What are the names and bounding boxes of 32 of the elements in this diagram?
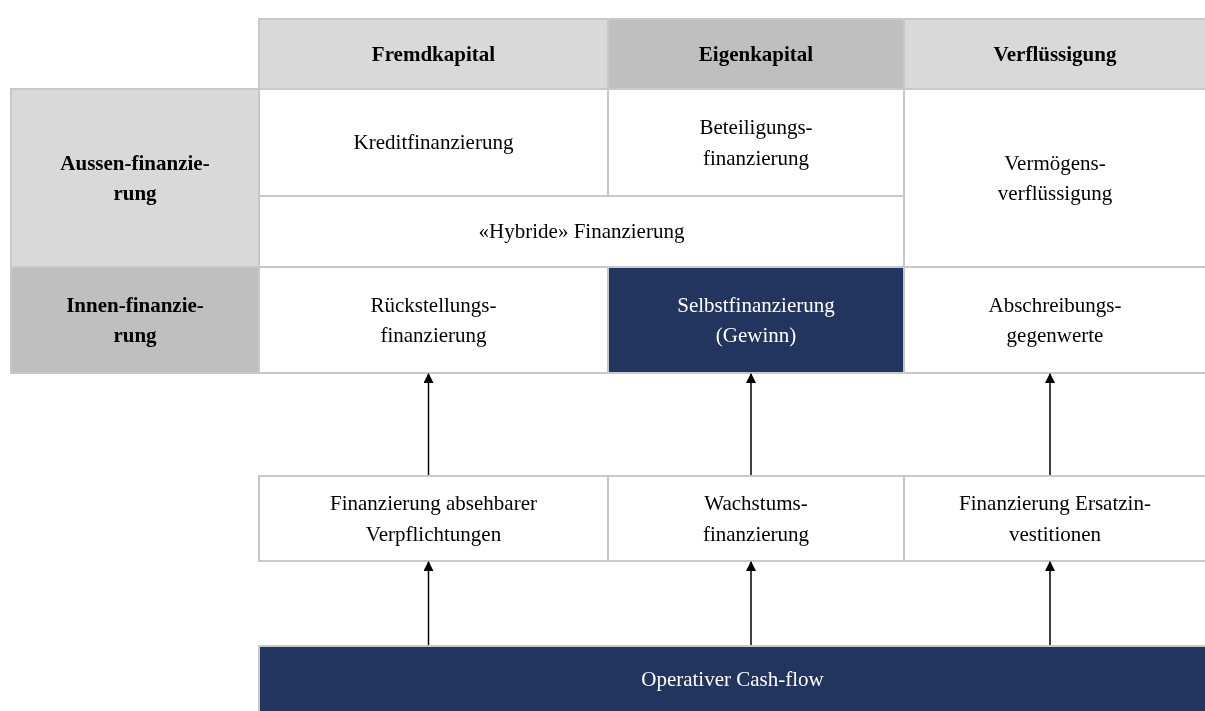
cell-text: Wachstums- finanzierung	[701, 490, 811, 548]
arrow	[423, 373, 434, 476]
arrow	[746, 561, 756, 646]
arrow	[746, 373, 756, 476]
cell-text: Finanzierung Ersatzin- vestitionen	[958, 490, 1152, 548]
arrow	[423, 561, 434, 646]
cell-text: «Hybride» Finanzierung	[478, 218, 685, 246]
cell-text: Abschreibungs- gegenwerte	[987, 291, 1123, 349]
highlight-box	[258, 645, 1205, 711]
table-cell	[258, 475, 609, 562]
cell-text: Selbstfinanzierung (Gewinn)	[676, 291, 836, 349]
header-cell	[10, 266, 260, 374]
cell-text: Kreditfinanzierung	[353, 129, 514, 157]
cell-text: Rückstellungs- finanzierung	[369, 291, 498, 349]
header-cell	[258, 18, 609, 90]
cell-text: Verflüssigung	[993, 40, 1117, 68]
cell-text: Aussen-finanzie- rung	[59, 149, 211, 207]
table-cell	[903, 475, 1205, 562]
cell-text: Innen-finanzie- rung	[65, 291, 205, 349]
header-cell	[607, 18, 905, 90]
cell-text: Eigenkapital	[698, 40, 814, 68]
arrow	[1045, 561, 1055, 646]
header-cell	[10, 88, 260, 268]
cell-text: Beteiligungs- finanzierung	[698, 114, 814, 172]
arrow	[1045, 373, 1055, 476]
table-cell	[607, 475, 905, 562]
highlight-box	[607, 266, 905, 374]
header-cell	[903, 18, 1205, 90]
cell-text: Vermögens- verflüssigung	[996, 149, 1114, 207]
cell-text: Finanzierung absehbarer Verpflichtungen	[329, 490, 538, 548]
cell-text: Operativer Cash-flow	[641, 665, 824, 693]
cell-text: Fremdkapital	[371, 40, 496, 68]
